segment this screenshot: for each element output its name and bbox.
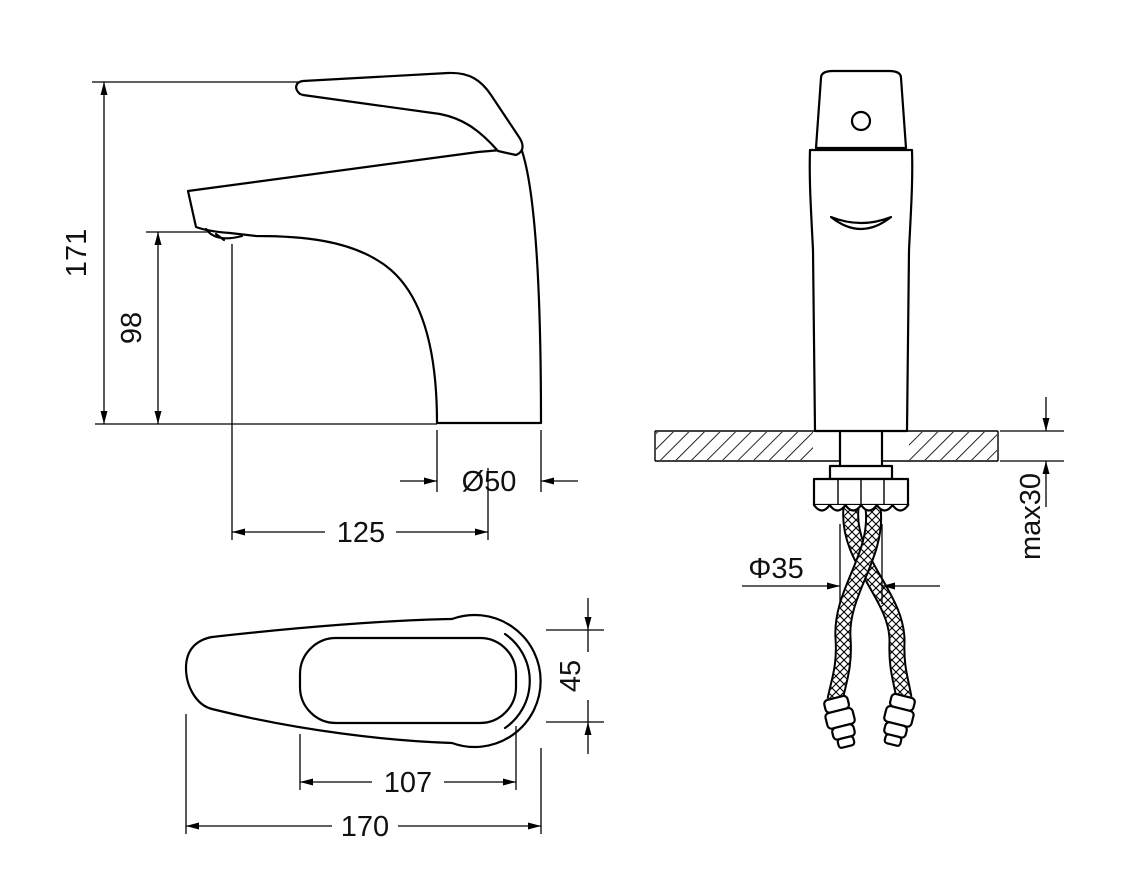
mounting-nut-facets <box>837 479 885 505</box>
side-view: 171 98 Ø50 125 <box>61 71 578 549</box>
front-view-spout-outlet <box>829 215 893 230</box>
max-thickness-dim-label: max30 <box>1015 473 1047 560</box>
top-view-outline <box>184 613 542 749</box>
mounting-shank <box>838 429 884 470</box>
supply-hoses <box>823 506 916 749</box>
handle-cap-hole <box>850 110 872 132</box>
top-view-cap-arc <box>503 632 531 730</box>
counter-hatch-left <box>656 432 813 460</box>
hose-left <box>844 507 911 700</box>
mounting-nut-scallops <box>812 503 910 512</box>
top-view: 45 107 170 <box>184 598 604 843</box>
hole-diameter-dim-label: Φ35 <box>748 553 803 585</box>
hose-fitting-left <box>823 694 856 749</box>
front-view: Φ35 max30 <box>654 69 1064 749</box>
top-view-handle <box>298 636 518 725</box>
total-length-dim-label: 170 <box>341 811 389 843</box>
side-view-body-outline <box>186 146 543 425</box>
side-view-handle-outline <box>295 71 524 157</box>
side-view-aerator <box>204 227 244 242</box>
front-view-handle-cap <box>814 69 908 150</box>
front-view-body-outline <box>808 148 914 433</box>
mounting-washer <box>828 464 894 481</box>
spout-reach-dim-label: 125 <box>337 517 385 549</box>
handle-width-dim-label: 45 <box>555 660 587 692</box>
counter-hatch-right <box>909 432 997 460</box>
hose-right <box>828 507 881 702</box>
spout-height-dim-label: 98 <box>116 312 148 344</box>
total-height-dim-label: 171 <box>61 229 93 277</box>
base-diameter-dim-label: Ø50 <box>462 466 517 498</box>
hose-fitting-right <box>883 692 916 747</box>
handle-length-dim-label: 107 <box>384 767 432 799</box>
